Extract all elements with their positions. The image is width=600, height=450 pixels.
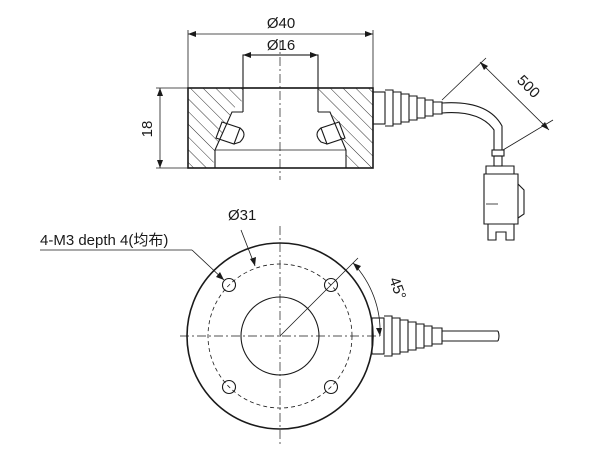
dim-cable-length: 500 xyxy=(441,57,554,151)
mounting-hole-bottom-left xyxy=(221,379,237,395)
connector xyxy=(483,149,525,241)
dim-bolt-circle-label: Ø31 xyxy=(228,207,256,224)
top-view: 45° Ø31 4-M3 depth 4(均布) xyxy=(40,207,500,446)
dim-outer-diameter-label: Ø40 xyxy=(267,15,295,32)
cable-top xyxy=(442,330,500,342)
mounting-hole-top-right xyxy=(323,277,339,293)
section-hatch-right xyxy=(318,88,373,168)
cable-gland-top xyxy=(371,315,443,357)
led-right xyxy=(316,121,346,145)
mounting-hole-top-left xyxy=(221,277,237,293)
dim-height: 18 xyxy=(139,87,188,169)
led-left xyxy=(215,121,245,145)
cable-side xyxy=(441,102,503,150)
mounting-holes-note: 4-M3 depth 4(均布) xyxy=(40,232,168,249)
dim-inner-diameter: Ø16 xyxy=(243,37,318,58)
dim-angle-label: 45° xyxy=(385,275,409,302)
mounting-hole-bottom-right xyxy=(323,379,339,395)
dim-outer-diameter: Ø40 xyxy=(187,15,374,88)
inner-bore xyxy=(242,54,319,89)
side-section-view: Ø40 Ø16 18 500 xyxy=(139,15,554,241)
note-mounting-holes: 4-M3 depth 4(均布) xyxy=(40,232,225,281)
dim-inner-diameter-label: Ø16 xyxy=(267,37,295,54)
dim-angle: 45° xyxy=(352,262,409,337)
cable-gland-side xyxy=(372,89,443,127)
dim-cable-length-label: 500 xyxy=(513,72,543,102)
dim-bolt-circle: Ø31 xyxy=(228,207,256,267)
dim-height-label: 18 xyxy=(139,121,156,138)
section-hatch-left xyxy=(188,88,243,168)
